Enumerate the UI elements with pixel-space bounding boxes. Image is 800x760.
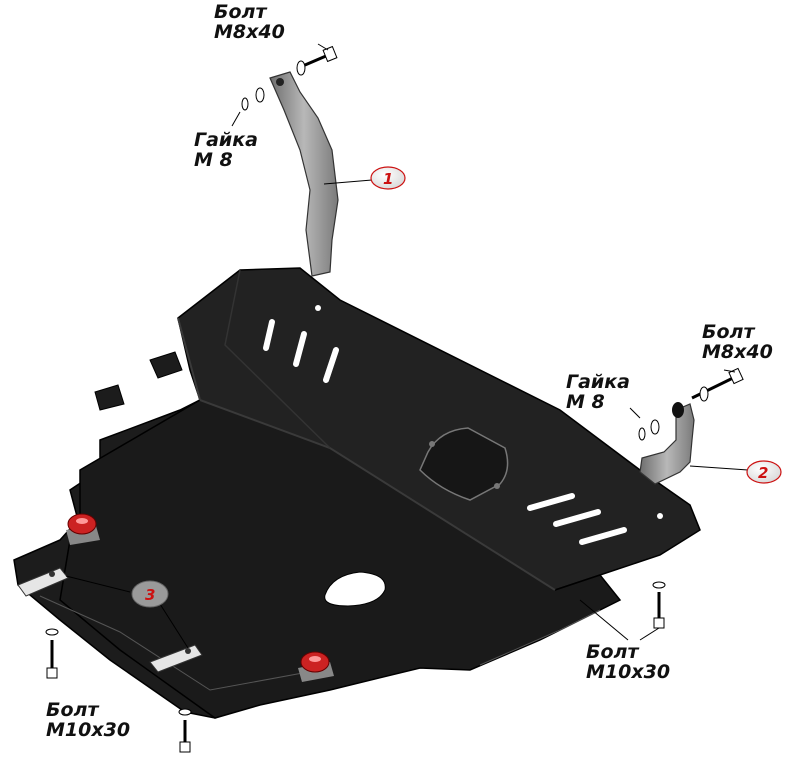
plate-tab [149,351,183,379]
callout-3: 3 [131,580,169,608]
bracket-1-hole [276,78,284,86]
label-bolt-right: Болт М8х40 [702,321,773,363]
plate-fold-line [224,269,331,449]
label-nut-right: Гайка М 8 [566,371,630,413]
washer [178,708,192,716]
callout-2: 2 [746,460,782,484]
label-bolt-bottom-right: Болт М10х30 [586,641,671,683]
washer [45,628,59,636]
drain-hole [324,571,386,607]
part-number-2: 2 [758,464,768,482]
bolt-m8x40-top [296,45,338,76]
plate-edge-line [479,609,601,666]
part-number-3: 3 [145,586,155,604]
callout-1: 1 [370,166,406,190]
nut-m8-right [638,419,660,441]
part-number-1: 1 [383,170,393,188]
nut-m8-top [241,87,265,111]
bracket-2-body [639,403,695,485]
vent-slots-left [263,319,339,383]
bracket-1-body [269,71,339,277]
bolt-m10x30-right [652,581,666,629]
mount-hole [657,513,663,519]
hatch-bolt-hole [429,441,435,447]
label-bolt-bottom-left: Болт М10х30 [46,699,131,741]
mount-hole [315,305,321,311]
skid-plate [13,267,701,719]
vent-slot [553,509,601,527]
service-hatch [419,427,509,501]
bolt-m10x30-left-b [178,708,192,753]
bushing-left [66,513,100,545]
bracket-3-lower [149,644,203,673]
washer [652,581,666,589]
leader-lines [65,43,749,649]
plate-tab [94,384,125,411]
vent-slots-right [527,493,627,545]
bolt-m10x30-left-a [45,628,59,679]
label-bolt-top: Болт М8х40 [214,1,285,43]
bushing-right [298,651,334,682]
plate-fold-line [177,317,201,401]
bolt-m8x40-right [691,367,744,402]
label-nut-left: Гайка М 8 [194,129,258,171]
washer [296,60,306,76]
vent-slot [579,527,627,545]
hatch-bolt-hole [494,483,500,489]
bracket-3-upper [17,567,69,597]
washer [699,386,709,402]
vent-slot [323,347,339,383]
vent-slot [527,493,575,511]
vent-slot [263,319,275,351]
bushing [672,402,684,418]
bracket-2 [639,402,695,485]
bracket-1 [269,71,339,277]
vent-slot [293,331,307,367]
